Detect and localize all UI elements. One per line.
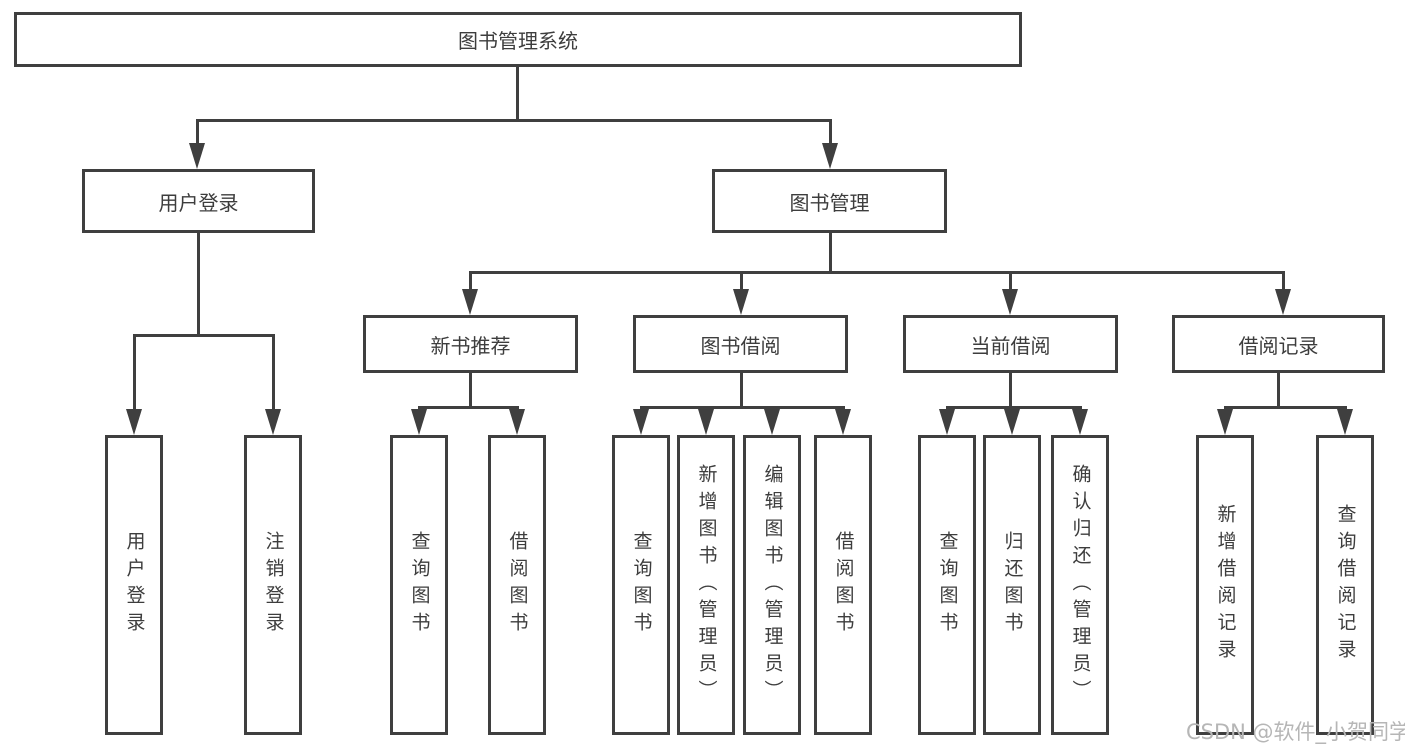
arrow-down-icon xyxy=(835,409,851,435)
connector-drop-current-borrow xyxy=(1009,271,1012,291)
node-borrow-records-label: 借阅记录 xyxy=(1238,333,1319,358)
arrow-down-icon xyxy=(822,143,838,169)
connector-drop-borrow-records xyxy=(1282,271,1285,291)
arrow-down-icon xyxy=(509,409,525,435)
connector-drop-leaf-logout xyxy=(272,334,275,410)
node-root-label: 图书管理系统 xyxy=(458,29,578,53)
leaf-edit-books-admin: 编辑图书（管理员） xyxy=(743,435,801,735)
leaf-return-books: 归还图书 xyxy=(983,435,1041,735)
leaf-query-books-recommend: 查询图书 xyxy=(390,435,448,735)
arrow-down-icon xyxy=(265,409,281,435)
node-current-borrow: 当前借阅 xyxy=(903,315,1118,373)
leaf-borrow-books-recommend: 借阅图书 xyxy=(488,435,546,735)
node-book-management: 图书管理 xyxy=(712,169,947,233)
leaf-add-books-admin: 新增图书（管理员） xyxy=(677,435,735,735)
arrow-down-icon xyxy=(633,409,649,435)
connector-book-borrow-stem xyxy=(740,373,743,409)
node-book-borrow-label: 图书借阅 xyxy=(700,333,781,358)
arrow-down-icon xyxy=(411,409,427,435)
leaf-add-borrow-record: 新增借阅记录 xyxy=(1196,435,1254,735)
connector-new-book-recommend-stem xyxy=(469,373,472,409)
arrow-down-icon xyxy=(1004,409,1020,435)
arrow-down-icon xyxy=(764,409,780,435)
connector-level3-rail xyxy=(469,271,1284,274)
connector-drop-book-management xyxy=(829,119,832,145)
node-book-borrow: 图书借阅 xyxy=(633,315,848,373)
leaf-logout: 注销登录 xyxy=(244,435,302,735)
connector-borrow-records-rail xyxy=(1224,406,1347,409)
arrow-down-icon xyxy=(1217,409,1233,435)
arrow-down-icon xyxy=(1337,409,1353,435)
leaf-borrow-books: 借阅图书 xyxy=(814,435,872,735)
connector-level2-rail xyxy=(196,119,831,122)
node-current-borrow-label: 当前借阅 xyxy=(970,333,1051,358)
csdn-watermark: CSDN @软件_小贺同学 xyxy=(1186,720,1405,744)
connector-user-login-rail xyxy=(133,334,275,337)
arrow-down-icon xyxy=(733,289,749,315)
connector-drop-book-borrow xyxy=(740,271,743,291)
leaf-query-books-borrow: 查询图书 xyxy=(612,435,670,735)
leaf-confirm-return-admin: 确认归还（管理员） xyxy=(1051,435,1109,735)
connector-user-login-stem xyxy=(197,233,200,336)
arrow-down-icon xyxy=(1002,289,1018,315)
connector-book-borrow-rail xyxy=(640,406,845,409)
arrow-down-icon xyxy=(462,289,478,315)
node-new-book-recommend: 新书推荐 xyxy=(363,315,578,373)
connector-drop-new-book-recommend xyxy=(469,271,472,291)
arrow-down-icon xyxy=(1275,289,1291,315)
connector-drop-user-login xyxy=(196,119,199,145)
node-book-management-label: 图书管理 xyxy=(789,190,870,215)
leaf-query-books-current: 查询图书 xyxy=(918,435,976,735)
node-borrow-records: 借阅记录 xyxy=(1172,315,1385,373)
arrow-down-icon xyxy=(698,409,714,435)
connector-new-book-recommend-rail xyxy=(418,406,519,409)
arrow-down-icon xyxy=(189,143,205,169)
leaf-query-borrow-record: 查询借阅记录 xyxy=(1316,435,1374,735)
connector-borrow-records-stem xyxy=(1277,373,1280,409)
node-user-login: 用户登录 xyxy=(82,169,315,233)
leaf-user-login: 用户登录 xyxy=(105,435,163,735)
connector-root-stem xyxy=(516,67,519,121)
arrow-down-icon xyxy=(939,409,955,435)
arrow-down-icon xyxy=(1072,409,1088,435)
arrow-down-icon xyxy=(126,409,142,435)
connector-drop-leaf-user-login xyxy=(133,334,136,410)
node-user-login-label: 用户登录 xyxy=(158,190,239,215)
connector-book-management-stem xyxy=(829,233,832,273)
node-new-book-recommend-label: 新书推荐 xyxy=(430,333,511,358)
node-root: 图书管理系统 xyxy=(14,12,1022,67)
connector-current-borrow-stem xyxy=(1009,373,1012,409)
connector-current-borrow-rail xyxy=(946,406,1082,409)
